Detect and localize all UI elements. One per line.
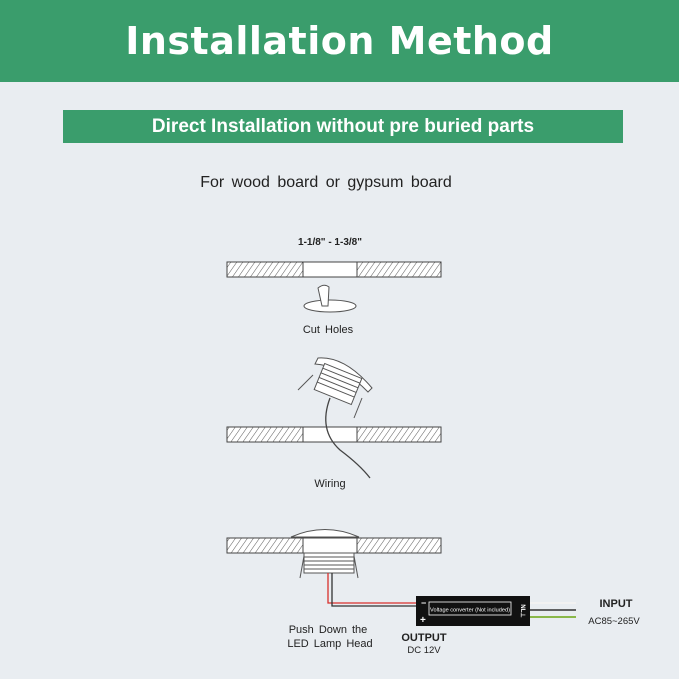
step-wiring: Wiring	[314, 478, 345, 490]
page-title: Installation Method	[125, 19, 554, 63]
hole-saw-icon	[303, 284, 357, 313]
board-step-1	[226, 261, 442, 278]
converter-side-text: NL⊥	[519, 604, 526, 617]
lamp-body-icon	[299, 552, 359, 579]
output-title: OUTPUT	[401, 632, 447, 644]
cable-wire	[325, 397, 371, 479]
output-value: DC 12V	[407, 645, 441, 656]
lamp-above-icon	[297, 357, 373, 419]
lamp-installed-icon	[290, 529, 360, 538]
board-step-2	[226, 426, 442, 443]
step-cut-holes: Cut Holes	[303, 324, 354, 336]
subheader-banner: Direct Installation without pre buried p…	[63, 110, 623, 143]
red-wire	[327, 573, 416, 604]
step-push-down-1: Push Down the	[289, 624, 368, 636]
converter-plus: +	[420, 615, 426, 626]
converter-minus: −	[421, 598, 426, 608]
converter-label: Voltage converter (Not included)	[430, 608, 510, 614]
hole-size-label: 1-1/8" - 1-3/8"	[298, 237, 362, 248]
board-step-3	[226, 537, 442, 554]
subheader-title: Direct Installation without pre buried p…	[151, 115, 535, 137]
input-title: INPUT	[600, 598, 633, 610]
black-wire	[331, 573, 416, 607]
input-value: AC85~265V	[588, 616, 640, 627]
step-push-down-2: LED Lamp Head	[287, 638, 372, 650]
material-note: For wood board or gypsum board	[200, 174, 452, 191]
title-banner: Installation Method	[0, 0, 679, 82]
